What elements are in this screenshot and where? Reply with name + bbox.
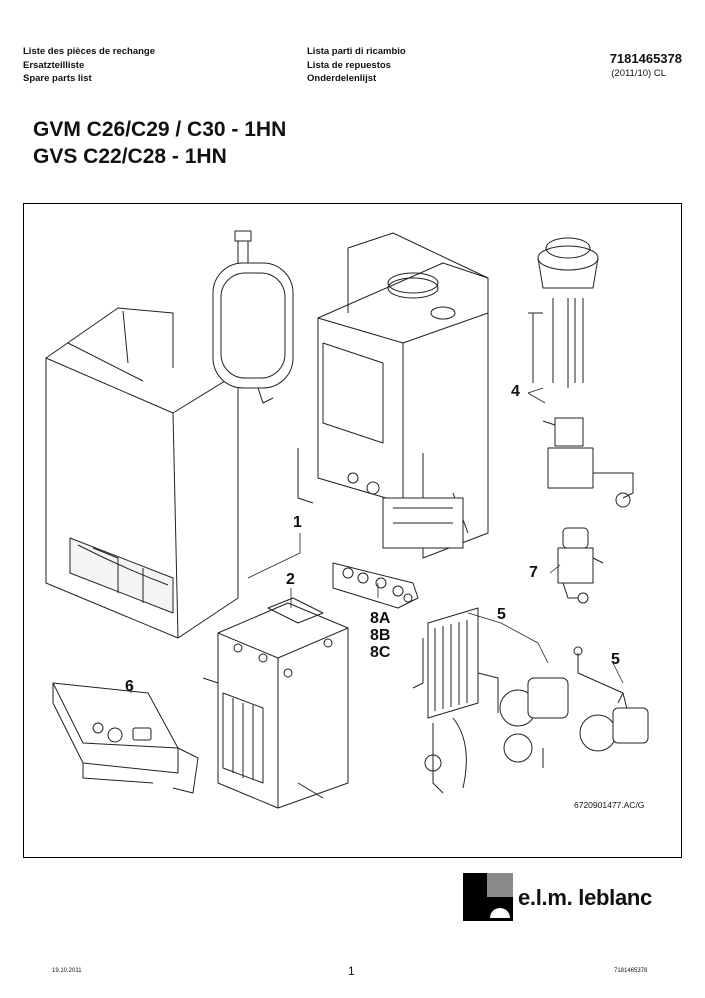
part-label-7: 7 (529, 564, 538, 581)
part-label-4: 4 (511, 383, 520, 400)
brand-name: e.l.m. leblanc (518, 885, 652, 910)
page-number: 1 (348, 964, 355, 978)
header-col1: Liste des pièces de rechange Ersatzteill… (23, 45, 155, 86)
elm-leblanc-logo-icon (463, 873, 513, 921)
chassis-part (297, 232, 489, 559)
footer-date: 19.10.2011 (52, 968, 82, 974)
drawing-frame (23, 203, 682, 858)
part-label-8b: 8B (370, 627, 391, 644)
pump-part (573, 646, 649, 752)
doc-revision: (2011/10) CL (611, 68, 666, 79)
header-text-it: Lista parti di ricambio (307, 46, 406, 57)
front-casing-part (45, 307, 239, 639)
part-label-5b: 5 (611, 651, 620, 668)
footer-doc-number: 7181465378 (614, 968, 648, 974)
bracket-part (332, 562, 419, 609)
gas-valve-part (557, 527, 604, 604)
header-col2: Lista parti di ricambio Lista de repuest… (307, 45, 406, 86)
part-label-5a: 5 (497, 606, 506, 623)
doc-number: 7181465378 (609, 51, 682, 66)
header-text-fr: Liste des pièces de rechange (23, 46, 156, 57)
control-panel-part (52, 682, 199, 794)
heat-exchanger-part (202, 597, 349, 809)
expansion-vessel-part (212, 230, 294, 404)
part-label-8c: 8C (370, 644, 391, 661)
figure-reference: 6720901477.AC/G (574, 800, 645, 810)
part-label-6: 6 (125, 678, 134, 695)
title-gvm: GVM C26/C29 / C30 - 1HN (33, 118, 287, 141)
exploded-view-drawing (45, 230, 649, 809)
header-text-en: Spare parts list (23, 73, 92, 84)
part-label-2: 2 (286, 571, 295, 588)
part-label-8a: 8A (370, 610, 391, 627)
pump-group-part (412, 607, 569, 794)
header-text-es: Lista de repuestos (307, 59, 391, 71)
title-gvs: GVS C22/C28 - 1HN (33, 145, 227, 168)
header-text-de: Ersatzteilliste (23, 59, 85, 71)
header-text-nl: Onderdelenlijst (307, 73, 377, 84)
part-label-1: 1 (293, 514, 302, 531)
leader-lines (130, 387, 624, 693)
fan-burner-part (528, 237, 634, 508)
